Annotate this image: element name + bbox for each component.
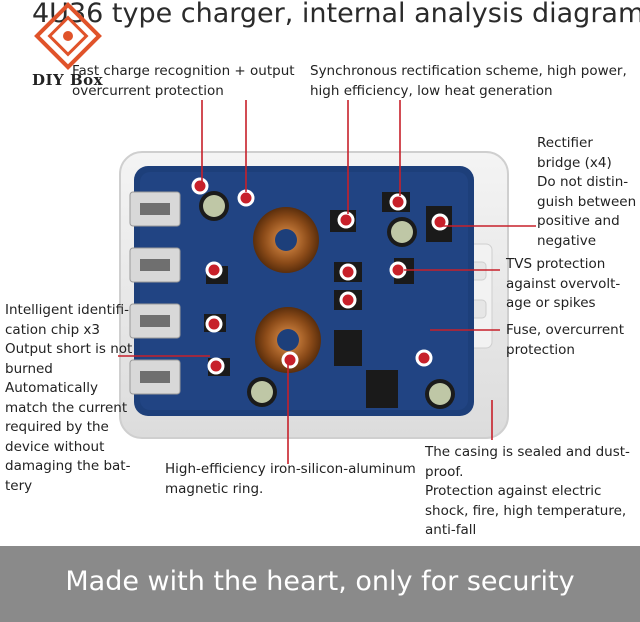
- label-line: High-efficiency iron-silicon-aluminum: [165, 461, 416, 477]
- label-line: magnetic ring.: [165, 480, 264, 497]
- label-line: Fuse, overcurrent: [506, 322, 625, 338]
- label-line: against overvolt-: [506, 275, 621, 292]
- label-magnetic-ring: High-efficiency iron-silicon-aluminum ma…: [165, 460, 416, 499]
- label-line: shock, fire, high temperature,: [425, 502, 627, 519]
- footer-slogan: Made with the heart, only for security: [65, 566, 575, 597]
- label-line: overcurrent protection: [72, 82, 224, 99]
- label-line: high efficiency, low heat generation: [310, 82, 553, 99]
- label-line: Do not distin-: [537, 174, 629, 190]
- label-line: age or spikes: [506, 295, 596, 311]
- label-line: damaging the bat-: [5, 458, 131, 474]
- label-line: protection: [506, 341, 575, 358]
- label-tvs-protection: TVS protection against overvolt- age or …: [506, 255, 620, 314]
- label-identification-chip: Intelligent identifi- cation chip x3 Out…: [5, 301, 132, 496]
- label-line: positive and: [537, 213, 620, 229]
- label-line: The casing is sealed and dust-: [425, 444, 630, 460]
- label-line: Fast charge recognition + output: [72, 63, 295, 79]
- label-casing: The casing is sealed and dust- proof. Pr…: [425, 443, 630, 541]
- label-line: Protection against electric: [425, 483, 602, 499]
- label-line: tery: [5, 477, 33, 494]
- footer-bar: [0, 546, 640, 622]
- logo-text: DIY Box: [32, 71, 104, 89]
- label-line: Synchronous rectification scheme, high p…: [310, 63, 627, 79]
- label-line: cation chip x3: [5, 321, 101, 338]
- label-line: burned: [5, 360, 53, 377]
- label-fast-charge: Fast charge recognition + output overcur…: [72, 62, 295, 101]
- label-line: proof.: [425, 463, 464, 480]
- label-line: Intelligent identifi-: [5, 302, 130, 318]
- label-line: negative: [537, 232, 597, 249]
- label-line: Output short is not: [5, 341, 133, 357]
- label-line: guish between: [537, 193, 637, 210]
- label-fuse: Fuse, overcurrent protection: [506, 321, 624, 360]
- page-title: 4U36 type charger, internal analysis dia…: [32, 0, 640, 29]
- label-line: device without: [5, 438, 105, 455]
- label-line: Rectifier: [537, 135, 593, 151]
- label-line: match the current: [5, 399, 128, 416]
- label-sync-rectification: Synchronous rectification scheme, high p…: [310, 62, 627, 101]
- label-line: Automatically: [5, 380, 98, 396]
- label-line: TVS protection: [506, 256, 606, 272]
- label-line: required by the: [5, 419, 109, 435]
- diy-box-logo: [34, 2, 102, 70]
- label-line: bridge (x4): [537, 154, 612, 171]
- label-line: anti-fall: [425, 522, 477, 538]
- label-rectifier-bridge: Rectifier bridge (x4) Do not distin- gui…: [537, 134, 636, 251]
